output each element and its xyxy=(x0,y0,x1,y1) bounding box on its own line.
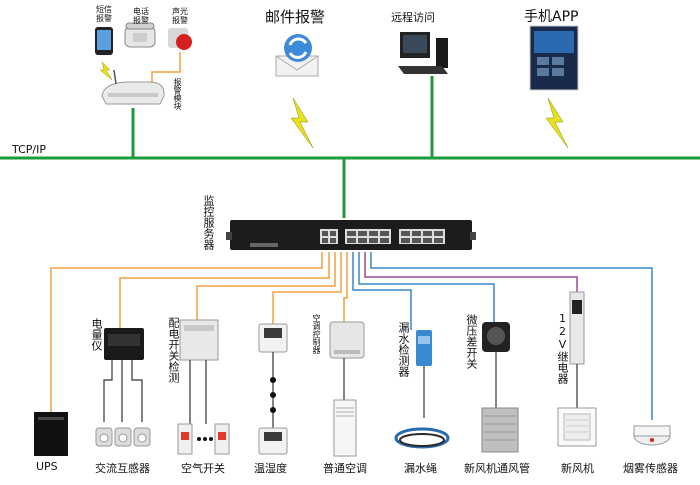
desk-phone-icon xyxy=(124,22,156,48)
phone-app-icon xyxy=(529,25,579,91)
lightning-icon xyxy=(99,61,113,81)
sound-light-alarm-label: 声光报警 xyxy=(172,7,188,25)
ac-label: 普通空调 xyxy=(323,462,367,475)
leak-rope-icon xyxy=(394,427,450,449)
email-alarm-label: 邮件报警 xyxy=(265,8,326,26)
computer-icon xyxy=(398,32,448,74)
sms-alarm-label: 短信报警 xyxy=(96,5,112,23)
network-lines xyxy=(0,76,700,218)
leak-rope-label: 漏水绳 xyxy=(404,462,437,475)
relay-icon xyxy=(569,291,585,408)
server-switch-icon xyxy=(226,220,476,250)
current-transformer-icon xyxy=(95,427,151,447)
mobile-phone-icon xyxy=(95,27,113,55)
mobile-app-label: 手机APP xyxy=(524,9,579,25)
alarm-module-label: 报警模块 xyxy=(173,78,182,110)
switch-detector-icon xyxy=(179,319,219,424)
meter-icon xyxy=(103,328,144,422)
fresh-air-fan-icon xyxy=(557,407,597,447)
ups-label: UPS xyxy=(36,460,58,473)
ac-controller-icon xyxy=(329,321,365,400)
relay-label: 12V继电器 xyxy=(556,312,569,384)
switch-detect-label: 配电开关检测 xyxy=(167,317,180,383)
pressure-switch-icon xyxy=(482,322,510,408)
ups-icon xyxy=(34,412,68,456)
email-icon xyxy=(275,34,319,77)
network-label: TCP/IP xyxy=(12,143,46,156)
phone-alarm-label: 电话报警 xyxy=(133,7,149,25)
smoke-sensor-label: 烟雾传感器 xyxy=(623,462,678,475)
alarm-module-icon xyxy=(101,69,165,105)
lightning-icon xyxy=(545,97,569,149)
server-label: 监控服务器 xyxy=(202,195,215,250)
fresh-air-duct-icon xyxy=(481,407,519,453)
smoke-sensor-icon xyxy=(633,425,671,446)
air-switch-label: 空气开关 xyxy=(181,462,225,475)
pressure-switch-label: 微压差开关 xyxy=(465,314,478,369)
meter-label: 电量仪 xyxy=(90,318,103,351)
fresh-air-duct-label: 新风机通风管 xyxy=(464,462,530,475)
fresh-air-fan-label: 新风机 xyxy=(561,462,594,475)
alarm-wire xyxy=(151,52,181,86)
temp-humidity-icon xyxy=(258,323,288,455)
temp-humidity-label: 温湿度 xyxy=(254,462,287,475)
leak-detector-label: 漏水检测器 xyxy=(397,322,410,377)
device-wires xyxy=(50,252,653,420)
ac-controller-label: 空调控制器 xyxy=(312,314,321,354)
ct-label: 交流互感器 xyxy=(95,462,150,475)
lightning-icon xyxy=(290,97,314,149)
leak-detector-icon xyxy=(416,330,432,418)
remote-access-label: 远程访问 xyxy=(391,11,435,24)
air-conditioner-icon xyxy=(333,399,357,457)
air-switch-icon xyxy=(177,423,230,455)
siren-icon xyxy=(168,28,192,50)
